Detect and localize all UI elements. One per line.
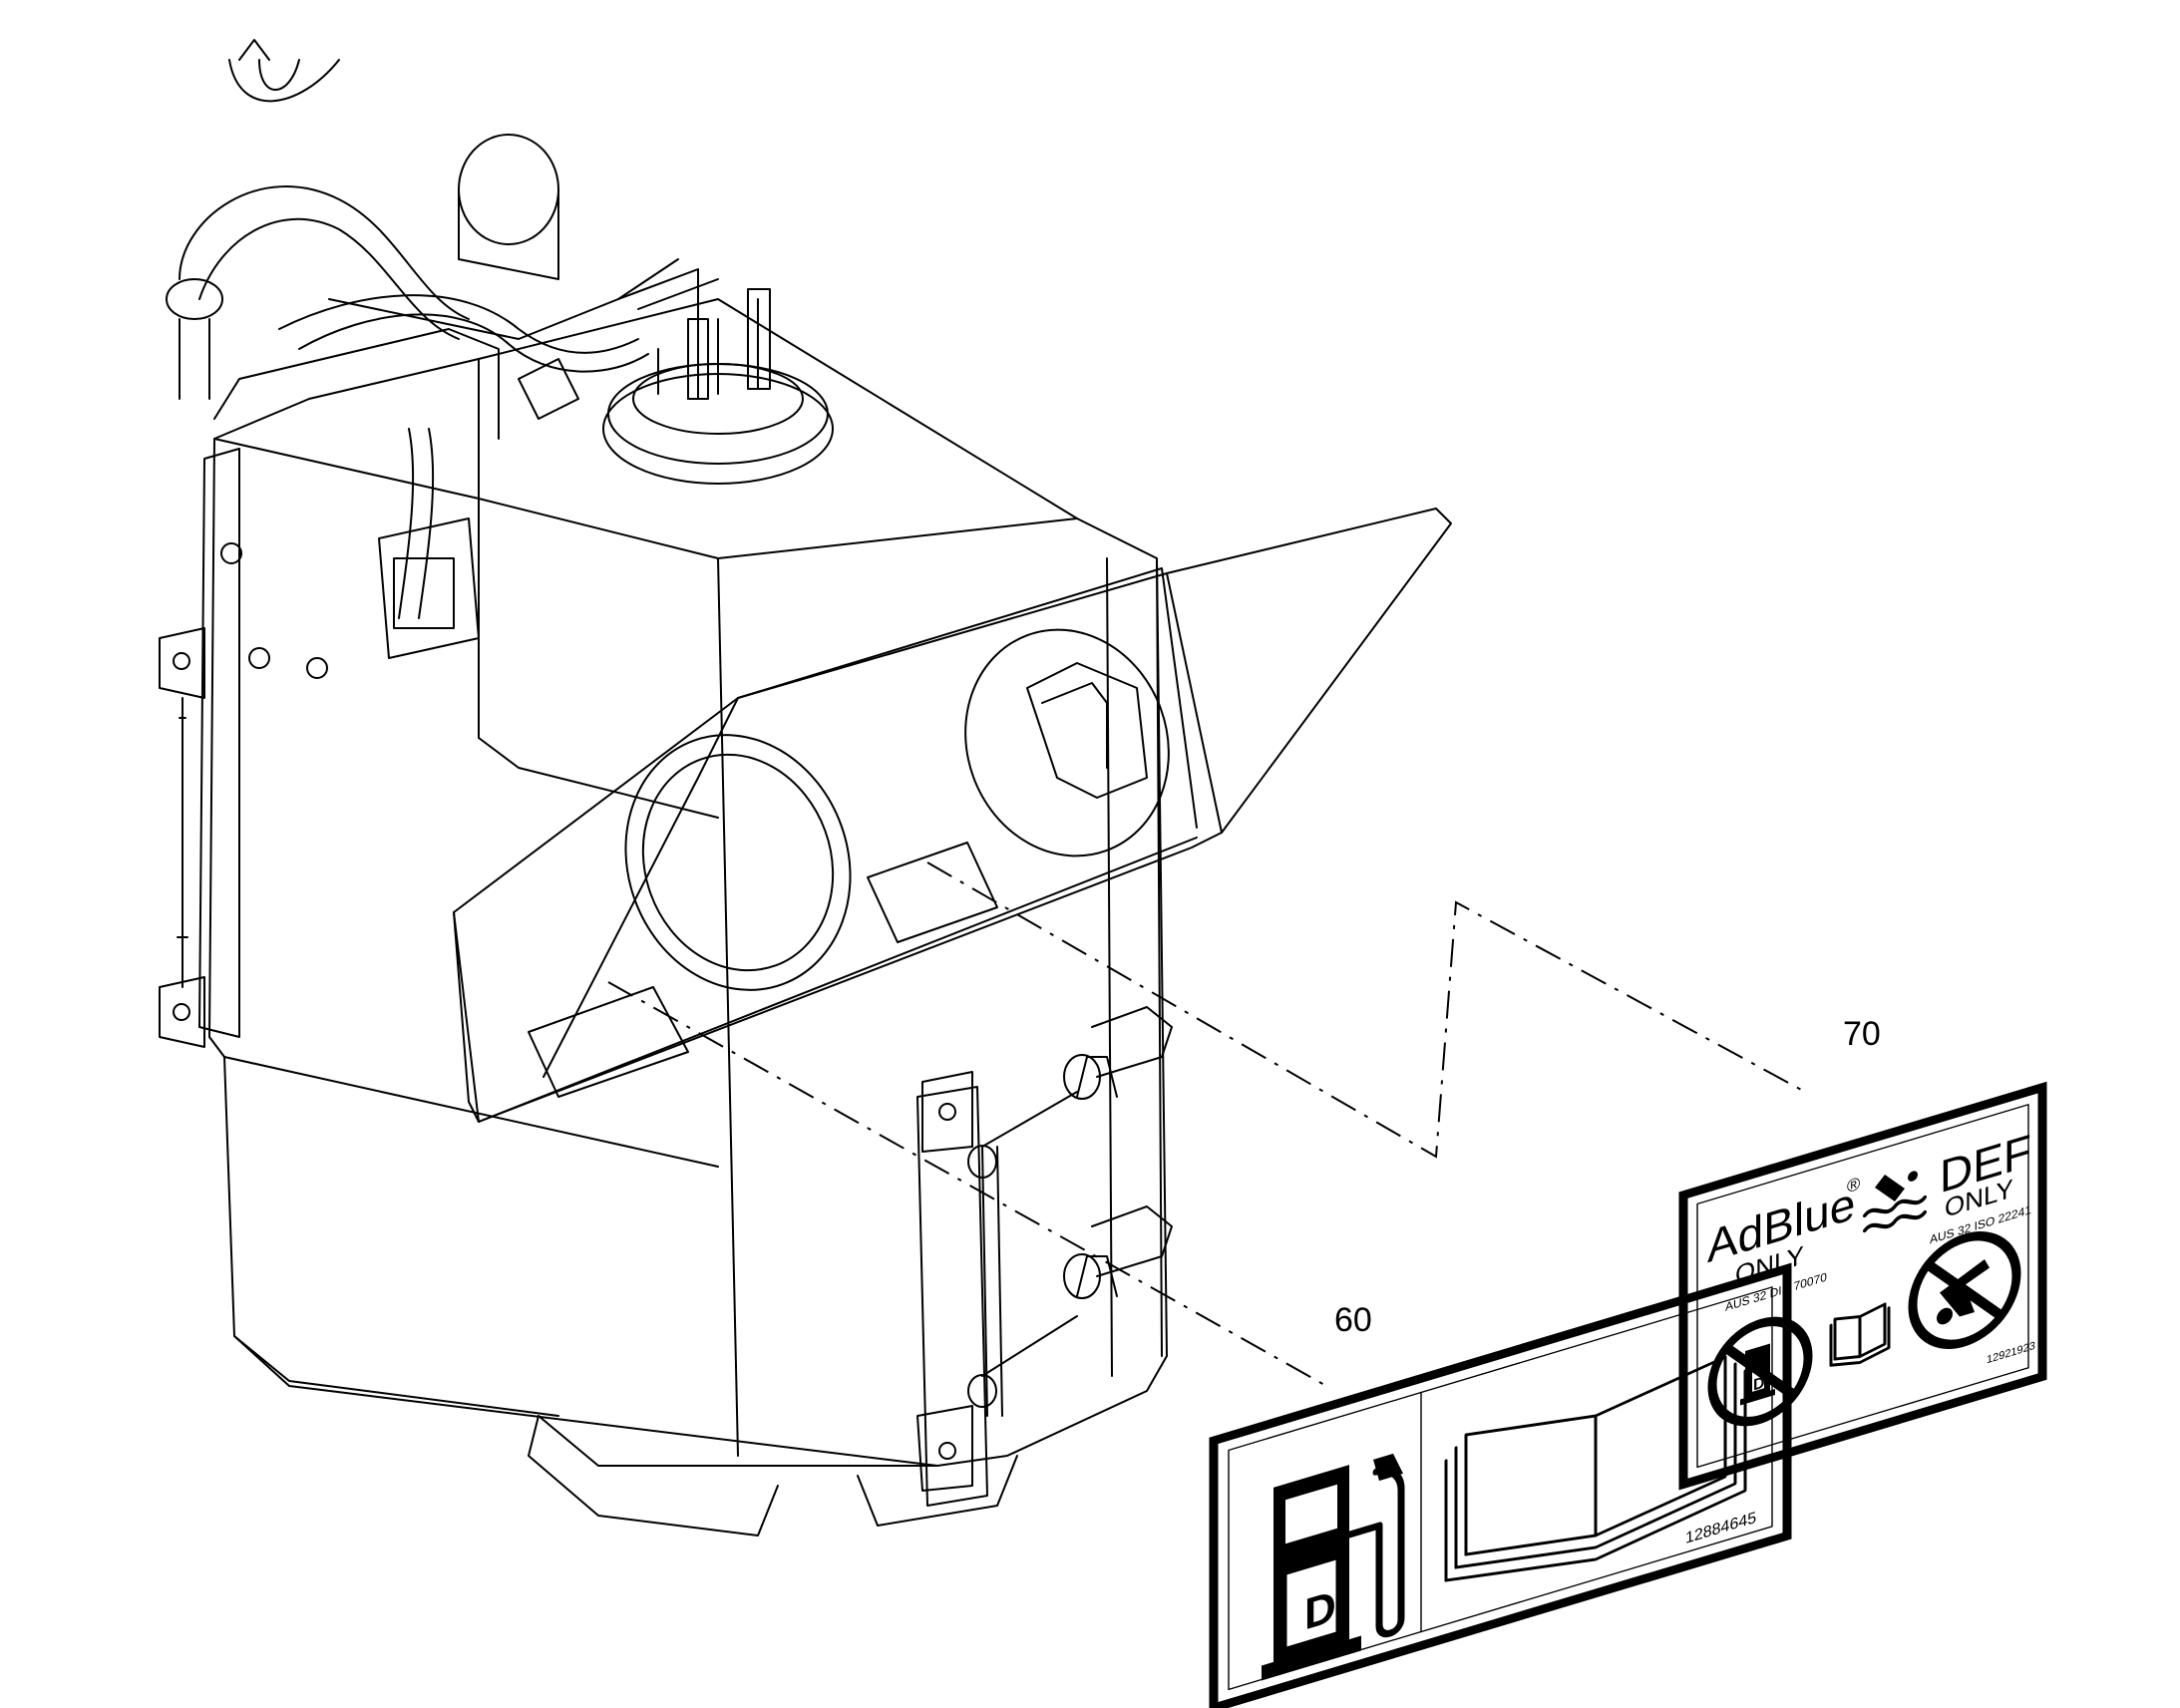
no-diesel-icon bbox=[1707, 1316, 1813, 1427]
leader-lines bbox=[607, 861, 1806, 1387]
decal-70-frame bbox=[1678, 1081, 2047, 1491]
adblue-registered: ® bbox=[1847, 1173, 1861, 1197]
pump-letter: D bbox=[1304, 1580, 1336, 1639]
adblue-fluid-icon bbox=[1863, 1171, 1927, 1233]
fuel-pump-icon bbox=[1262, 1453, 1405, 1681]
callout-70: 70 bbox=[1843, 1015, 1881, 1053]
def-tank-assembly bbox=[159, 39, 1452, 1537]
no-diesel-letter: D bbox=[1753, 1373, 1765, 1394]
no-fuel-nozzle-icon bbox=[1908, 1231, 2021, 1349]
decal-70: AdBlue ® ONLY AUS 32 DIN 70070 DEF ONLY … bbox=[1678, 1081, 2047, 1491]
decal-60: D 12884645 bbox=[1209, 1262, 1792, 1708]
callout-60: 60 bbox=[1334, 1301, 1372, 1339]
manual-book-icon-small bbox=[1829, 1302, 1891, 1367]
